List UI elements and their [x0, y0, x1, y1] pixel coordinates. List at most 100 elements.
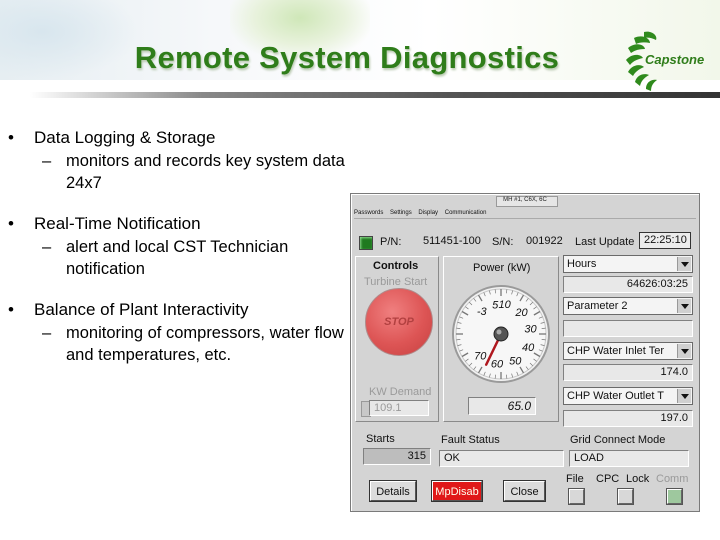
fault-status-value: OK — [439, 450, 564, 467]
sub-bullet-2-text: alert and local CST Technician notificat… — [66, 238, 289, 278]
gauge-tick — [516, 371, 519, 376]
cpc-label: CPC — [596, 473, 620, 485]
sn-label: S/N: — [492, 236, 514, 248]
parameter-select-2[interactable]: Parameter 2 — [563, 297, 693, 315]
chevron-down-icon[interactable] — [677, 389, 691, 403]
parameter-value-3: 174.0 — [563, 364, 693, 381]
gauge-tick — [519, 294, 525, 302]
slide-title: Remote System Diagnostics — [134, 40, 560, 75]
lock-indicator — [618, 489, 633, 504]
capstone-logo — [626, 31, 657, 91]
gauge-tick — [540, 322, 545, 324]
gauge-tick — [538, 316, 543, 319]
sub-bullet-dash: – — [42, 324, 52, 342]
gauge-tick — [533, 358, 537, 362]
gauge-label: -3 — [477, 306, 488, 318]
gauge-tick — [511, 373, 513, 378]
gauge-tick — [465, 306, 469, 310]
gauge-tick — [483, 292, 486, 297]
gauge-tick — [483, 371, 486, 376]
gauge-tick — [473, 366, 477, 370]
power-value: 65.0 — [468, 397, 536, 415]
sub-bullet-dash: – — [42, 152, 52, 170]
title-rule — [30, 92, 720, 98]
gauge-label: 50 — [509, 355, 522, 367]
last-update-label: Last Update — [575, 236, 635, 248]
gauge-tick — [533, 310, 541, 316]
controls-title: Controls — [373, 260, 419, 272]
gauge-tick — [516, 292, 519, 297]
bullet-1-text: Data Logging & Storage — [34, 128, 216, 147]
controls-panel — [355, 256, 439, 422]
menu-communication[interactable]: Communication — [444, 210, 487, 216]
gauge-tick — [533, 306, 537, 310]
bullet-dot: • — [8, 300, 14, 319]
parameter-select-1[interactable]: Hours — [563, 255, 693, 273]
gauge-label: 5 — [492, 300, 499, 312]
comm-label: Comm — [656, 473, 689, 485]
gauge-tick — [461, 352, 469, 358]
sub-bullet-dash: – — [42, 238, 52, 256]
sn-value: 001922 — [526, 235, 563, 247]
chevron-down-icon[interactable] — [677, 257, 691, 271]
last-update-value: 22:25:10 — [639, 232, 691, 249]
gauge-tick — [465, 358, 469, 362]
status-led — [359, 236, 373, 250]
gauge-tick — [519, 366, 525, 374]
bullet-2-text: Real-Time Notification — [34, 214, 201, 233]
gauge-tick — [468, 362, 473, 367]
chevron-down-icon[interactable] — [677, 299, 691, 313]
stop-button[interactable]: STOP — [365, 288, 433, 356]
menu-passwords[interactable]: Passwords — [354, 210, 384, 216]
parameter-value-1: 64626:03:25 — [563, 276, 693, 293]
gauge-label: 30 — [524, 323, 537, 335]
parameter-select-2-value: Parameter 2 — [567, 300, 628, 312]
gauge-tick — [540, 344, 545, 346]
starts-label: Starts — [366, 433, 395, 445]
gauge-tick — [461, 310, 469, 316]
gauge-tick — [477, 366, 483, 374]
parameter-select-1-value: Hours — [567, 258, 597, 270]
file-indicator — [569, 489, 584, 504]
gauge-label: 20 — [514, 307, 528, 319]
details-button[interactable]: Details — [370, 481, 416, 501]
gauge-tick — [506, 289, 508, 294]
menu-settings[interactable]: Settings — [390, 210, 412, 216]
comm-indicator — [667, 489, 682, 504]
parameter-select-4[interactable]: CHP Water Outlet T — [563, 387, 693, 405]
diagnostics-window: MH #1, C6X, 6C Passwords Settings Displa… — [350, 193, 700, 512]
grid-connect-value: LOAD — [569, 450, 689, 467]
gauge-tick — [459, 349, 464, 352]
starts-value: 315 — [363, 448, 431, 465]
logo-text: Capstone — [645, 52, 705, 67]
parameter-select-3[interactable]: CHP Water Inlet Ter — [563, 342, 693, 360]
menu-display[interactable]: Display — [418, 210, 439, 216]
gauge-label: 40 — [522, 342, 535, 354]
gauge-tick — [538, 349, 543, 352]
gauge-tick — [456, 339, 461, 341]
gauge-tick — [511, 290, 513, 295]
mpdisab-button[interactable]: MpDisab — [432, 481, 482, 501]
gauge-tick — [457, 344, 462, 346]
gauge-tick — [468, 301, 473, 306]
gauge-tick — [459, 316, 464, 319]
power-panel — [443, 256, 559, 422]
close-button[interactable]: Close — [504, 481, 545, 501]
window-title: MH #1, C6X, 6C — [503, 197, 547, 203]
gauge-tick — [541, 339, 546, 341]
gauge-tick — [529, 362, 534, 367]
lock-label: Lock — [626, 473, 650, 485]
gauge-tick — [541, 327, 546, 329]
kw-demand-field[interactable]: 109.1 — [369, 400, 429, 416]
header-decoration-leaf — [230, 0, 370, 60]
bullet-dot: • — [8, 128, 14, 147]
window-title-bar[interactable] — [496, 196, 558, 207]
chevron-down-icon[interactable] — [677, 344, 691, 358]
grid-connect-label: Grid Connect Mode — [570, 434, 666, 446]
parameter-value-2 — [563, 320, 693, 337]
file-label: File — [566, 473, 584, 485]
fault-status-label: Fault Status — [441, 434, 500, 446]
gauge-label: 60 — [491, 359, 504, 371]
power-title: Power (kW) — [473, 262, 531, 274]
